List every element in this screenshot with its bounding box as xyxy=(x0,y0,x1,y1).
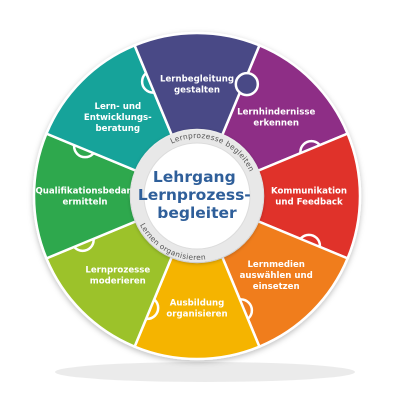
segment-label-6-line-2: ermitteln xyxy=(62,198,107,208)
segment-label-3-line-2: auswählen und xyxy=(240,271,313,281)
segment-label-6-line-1: Qualifikationsbedarf xyxy=(35,187,134,197)
segment-label-1-line-1: Lernhindernisse xyxy=(237,107,315,117)
center-title: Lehrgang Lernprozess- begleiter xyxy=(138,168,256,222)
segment-label-8-line-2: gestalten xyxy=(174,86,220,96)
center-hub: Lernprozesse begleiten Lernen organisier… xyxy=(131,130,263,262)
center-title-line-1: Lehrgang xyxy=(153,168,236,186)
segment-label-1-line-2: erkennen xyxy=(253,118,299,128)
segment-label-5-line-1: Lernprozesse xyxy=(85,266,150,276)
center-title-line-2: Lernprozess- xyxy=(138,186,251,204)
segment-label-3-line-3: einsetzen xyxy=(253,282,300,292)
segment-label-8-line-1: Lernbegleitung xyxy=(160,75,234,85)
segment-label-4-line-2: organisieren xyxy=(166,310,227,320)
puzzle-ring xyxy=(32,31,362,361)
puzzle-knob-8 xyxy=(234,71,260,97)
center-ring-inner xyxy=(143,142,251,250)
segment-label-4-line-1: Ausbildung xyxy=(170,299,224,309)
segment-label-7-line-2: Entwicklungs- xyxy=(84,113,152,123)
segment-label-7-line-3: beratung xyxy=(96,124,141,134)
segment-label-2-line-1: Kommunikation xyxy=(271,187,347,197)
ground-shadow xyxy=(55,362,355,382)
segment-label-7-line-1: Lern- und xyxy=(94,102,141,112)
segment-label-5-line-2: moderieren xyxy=(90,277,146,287)
center-title-line-3: begleiter xyxy=(157,204,237,222)
segment-label-3-line-1: Lernmedien xyxy=(247,260,305,270)
segment-label-2-line-2: und Feedback xyxy=(275,198,343,208)
